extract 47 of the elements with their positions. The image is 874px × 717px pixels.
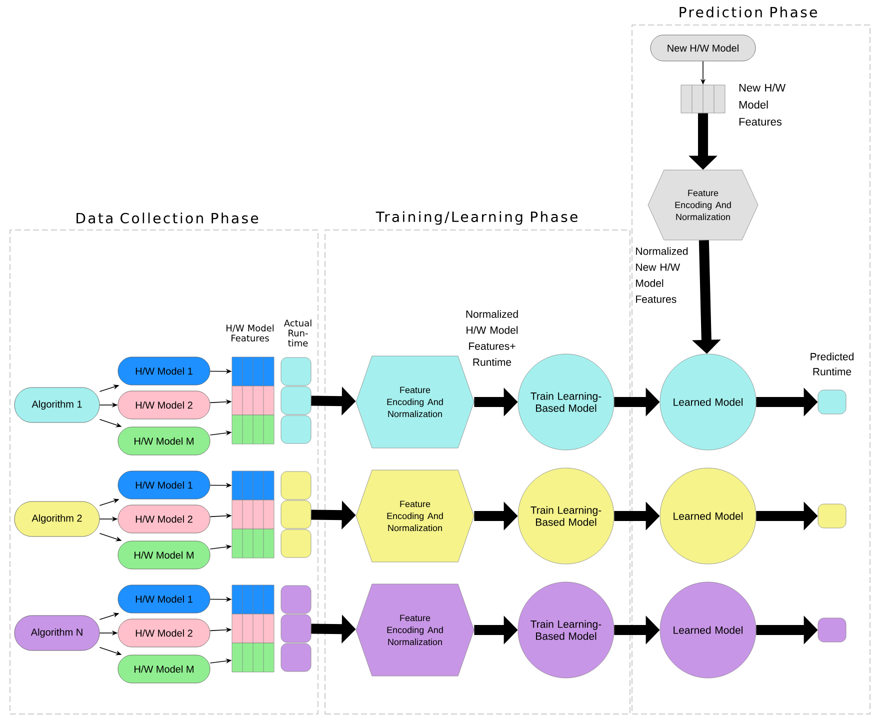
feature-matrix-row	[232, 642, 274, 672]
feature-matrix-row	[232, 386, 274, 416]
feature-matrix-row	[232, 356, 274, 386]
runtime-cell	[280, 471, 312, 500]
rounded-box: Algorithm 2	[14, 501, 100, 537]
rounded-box: H/W Model M	[118, 654, 210, 684]
runtime-cell	[280, 386, 312, 415]
rounded-box: H/W Model M	[118, 426, 210, 456]
feature-matrix-row	[232, 470, 274, 500]
rounded-box: H/W Model 2	[118, 504, 210, 534]
rounded-box: H/W Model 1	[118, 470, 210, 500]
node-label: Prediction Phase	[680, 6, 817, 18]
hexagon-box: Feature Encoding And Normalization	[648, 170, 758, 240]
runtime-cell	[280, 500, 312, 529]
runtime-cell	[280, 614, 312, 643]
rounded-box: H/W Model 1	[118, 356, 210, 386]
node-label: Training/Learning Phase	[376, 211, 578, 225]
rounded-box: H/W Model 2	[118, 618, 210, 648]
runtime-cell	[280, 529, 312, 558]
runtime-cell	[818, 618, 846, 642]
runtime-cell	[280, 643, 312, 672]
hexagon-box: Feature Encoding And Normalization	[356, 470, 474, 562]
feature-matrix-row	[232, 584, 274, 614]
node-caption: New H/W Model Features	[739, 84, 786, 126]
runtime-cell	[280, 585, 312, 614]
runtime-cell	[818, 390, 846, 414]
feature-matrix-row	[232, 414, 274, 444]
runtime-cell	[280, 415, 312, 444]
feature-matrix-row	[680, 84, 726, 114]
rounded-box: H/W Model M	[118, 540, 210, 570]
rounded-box: H/W Model 1	[118, 584, 210, 614]
runtime-cell	[818, 504, 846, 528]
rounded-box: Algorithm 1	[14, 387, 100, 423]
column-heading: Actual Run-time	[284, 320, 312, 346]
hexagon-box: Feature Encoding And Normalization	[356, 584, 474, 676]
feature-matrix-row	[232, 500, 274, 530]
node-label: Data Collection Phase	[76, 212, 258, 224]
feature-matrix-row	[232, 528, 274, 558]
rounded-box: H/W Model 2	[118, 390, 210, 420]
column-heading: H/W Model Features	[226, 324, 274, 342]
column-heading: Predicted Runtime	[810, 352, 854, 376]
edge-label: Normalized New H/W Model Features	[636, 247, 688, 303]
runtime-cell	[280, 357, 312, 386]
hexagon-box: Feature Encoding And Normalization	[356, 356, 474, 448]
rounded-box: New H/W Model	[650, 34, 756, 62]
feature-matrix-row	[232, 614, 274, 644]
rounded-box: Algorithm N	[14, 615, 100, 651]
